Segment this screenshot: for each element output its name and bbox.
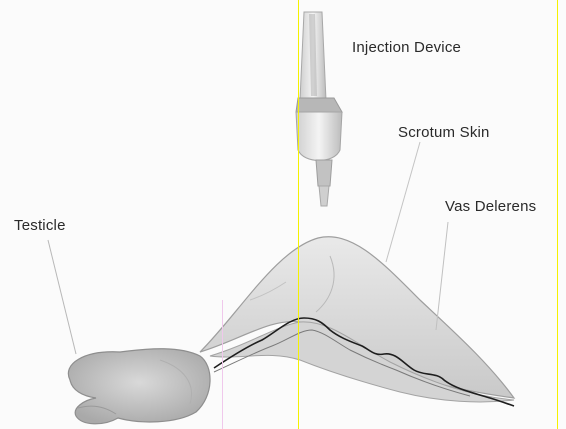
testicle-drawing (68, 349, 210, 424)
scrotum-skin-drawing (200, 237, 514, 402)
injection-device-drawing (296, 12, 342, 206)
label-vas-deferens: Vas Delerens (445, 198, 536, 215)
label-testicle: Testicle (14, 217, 66, 234)
label-scrotum-skin: Scrotum Skin (398, 124, 490, 141)
yellow-guide-line (298, 0, 299, 429)
label-injection-device: Injection Device (352, 39, 461, 56)
pink-guide-line (222, 300, 223, 429)
yellow-guide-line-right (557, 0, 558, 429)
